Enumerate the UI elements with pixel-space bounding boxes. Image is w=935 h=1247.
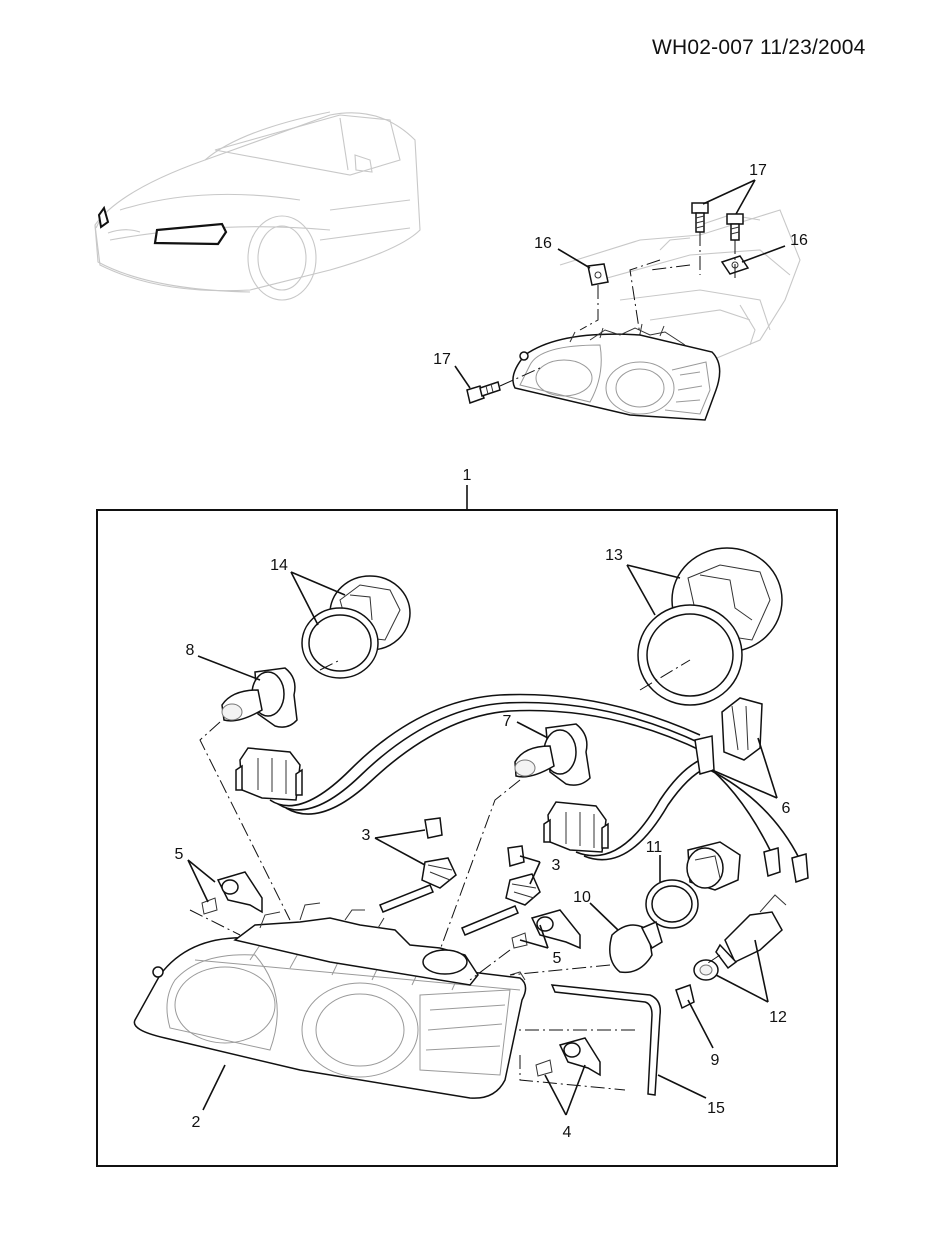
callout-12: 12 <box>769 1009 787 1026</box>
bulb-cover-13 <box>637 547 783 706</box>
callout-9: 9 <box>711 1052 720 1069</box>
bolt-side <box>466 381 501 404</box>
alignment-lines <box>189 659 721 1091</box>
bracket-5-right <box>511 909 581 950</box>
bulb-10 <box>609 920 663 974</box>
callout-15: 15 <box>707 1100 725 1117</box>
callout-14: 14 <box>270 557 288 574</box>
callout-5-left: 5 <box>175 846 184 863</box>
car-overview <box>94 111 421 301</box>
callout-13: 13 <box>605 547 623 564</box>
callout-6: 6 <box>782 800 791 817</box>
callout-11: 11 <box>646 839 663 856</box>
connector-8 <box>235 747 303 801</box>
callout-17-side: 17 <box>433 351 451 368</box>
callout-17-top: 17 <box>749 162 767 179</box>
callout-2: 2 <box>192 1114 201 1131</box>
bulb-9 <box>675 984 695 1010</box>
highlighted-headlamp-left <box>97 205 110 229</box>
callout-8: 8 <box>186 642 195 659</box>
bolt-upper-left <box>691 202 709 233</box>
callout-7: 7 <box>503 713 512 730</box>
bolt-upper-right <box>726 213 744 241</box>
clip-nut-left <box>587 263 609 286</box>
callout-3-left: 3 <box>362 827 371 844</box>
bracket-5-left <box>201 871 263 915</box>
callout-16-left: 16 <box>534 235 552 252</box>
installation-view <box>454 179 801 421</box>
callout-1: 1 <box>463 467 472 484</box>
leader-lines <box>187 564 778 1116</box>
bulb-7 <box>514 723 591 786</box>
callout-3-right: 3 <box>552 857 561 874</box>
drawing-code: WH02-007 11/23/2004 <box>652 36 866 59</box>
headlamp-housing <box>133 902 527 1099</box>
adjuster-3-left <box>379 817 457 913</box>
bulb-8 <box>221 667 298 728</box>
wiring-harness <box>269 693 809 883</box>
bulb-12 <box>693 894 787 981</box>
bracket-4 <box>535 1037 601 1077</box>
callout-5-right: 5 <box>553 950 562 967</box>
connector-7 <box>543 801 609 853</box>
callout-labels: 1 2 3 3 4 5 5 6 7 8 9 10 11 12 13 14 15 … <box>175 162 808 1141</box>
bulb-cover-14 <box>301 575 411 679</box>
callout-10: 10 <box>573 889 591 906</box>
callout-4: 4 <box>563 1124 572 1141</box>
highlighted-headlamp-right <box>153 222 228 246</box>
seal-strip-15 <box>550 984 662 1096</box>
adjuster-3-right <box>461 845 541 936</box>
callout-16-right: 16 <box>790 232 808 249</box>
socket-11 <box>645 841 741 929</box>
